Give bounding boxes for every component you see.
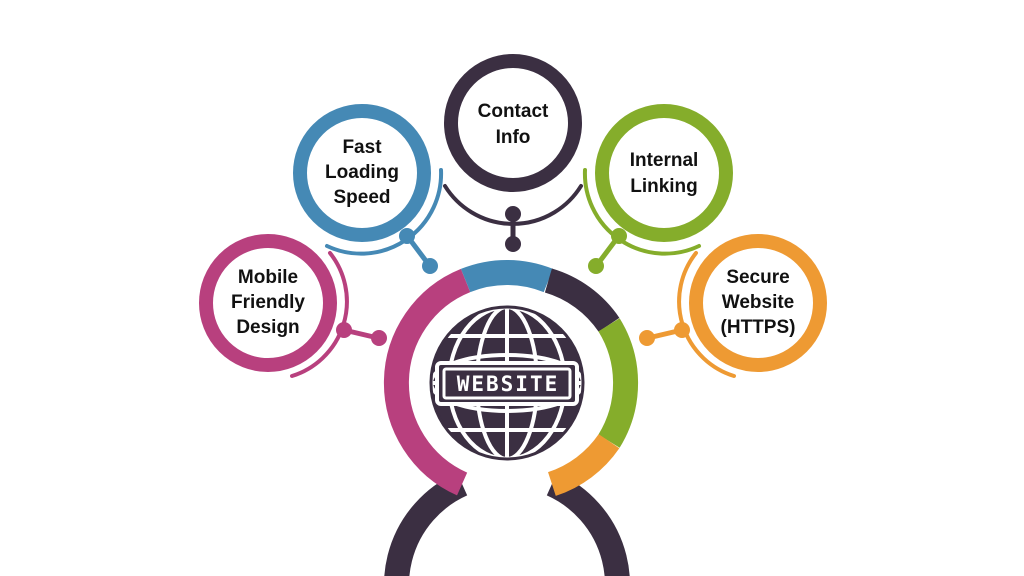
node-internal-linking[interactable]: Internal Linking: [595, 104, 733, 242]
node-label-secure-line-1: Secure: [726, 267, 789, 288]
node-ring-secure-website-https[interactable]: [689, 234, 827, 372]
connector-dot-inner-mobile: [336, 322, 352, 338]
website-banner-inner-border: [442, 367, 572, 400]
connector-mobile-friendly-design: [290, 251, 387, 378]
connector-dot-inner-fast: [399, 228, 415, 244]
node-fast-loading-speed[interactable]: Fast Loading Speed: [293, 104, 431, 242]
website-banner: WEBSITE: [435, 361, 579, 406]
connector-dot-inner-internal: [611, 228, 627, 244]
node-ring-internal-linking[interactable]: [595, 104, 733, 242]
connector-dot-outer-fast: [422, 258, 438, 274]
globe-outline: [429, 305, 585, 461]
connector-dot-inner-contact: [505, 206, 521, 222]
connector-dot-outer-contact: [505, 236, 521, 252]
connector-dot-outer-internal: [588, 258, 604, 274]
hub-segment-orange: [547, 433, 620, 496]
node-label-fast-line-3: Speed: [333, 187, 390, 208]
node-mobile-friendly-design[interactable]: Mobile Friendly Design: [199, 234, 337, 372]
node-label-mobile-line-1: Mobile: [238, 267, 298, 288]
node-label-internal-line-2: Linking: [630, 176, 698, 197]
node-ring-mobile-friendly-design[interactable]: [199, 234, 337, 372]
connector-fast-loading-speed: [325, 168, 444, 274]
node-label-fast-line-1: Fast: [342, 137, 382, 158]
website-banner-text: WEBSITE: [457, 372, 560, 396]
node-contact-info[interactable]: Contact Info: [444, 54, 582, 192]
node-label-secure-line-2: Website: [722, 292, 795, 313]
connector-dot-outer-secure: [639, 330, 655, 346]
connector-contact-info: [443, 184, 583, 252]
node-label-mobile-line-2: Friendly: [231, 292, 305, 313]
hub-segment-bottom-dark: [384, 472, 630, 576]
node-label-contact-line-2: Info: [496, 127, 531, 148]
node-label-fast-line-2: Loading: [325, 162, 399, 183]
hub-segment-left-magenta: [383, 268, 471, 496]
connector-secure-website: [639, 251, 736, 378]
node-label-contact-line-1: Contact: [478, 101, 549, 122]
hub-segment-green: [598, 318, 639, 448]
node-label-secure-line-3: (HTTPS): [721, 317, 796, 338]
connector-dot-inner-secure: [674, 322, 690, 338]
node-label-internal-line-1: Internal: [630, 150, 699, 171]
hub-segment-top-dark: [544, 268, 620, 333]
connector-dot-outer-mobile: [371, 330, 387, 346]
hub-segment-topleft-blue: [460, 259, 554, 293]
connector-internal-linking: [582, 168, 701, 274]
node-secure-website-https[interactable]: Secure Website (HTTPS): [689, 234, 827, 372]
node-ring-fast-loading-speed[interactable]: [293, 104, 431, 242]
node-label-mobile-line-3: Design: [236, 317, 299, 338]
node-ring-contact-info[interactable]: [444, 54, 582, 192]
